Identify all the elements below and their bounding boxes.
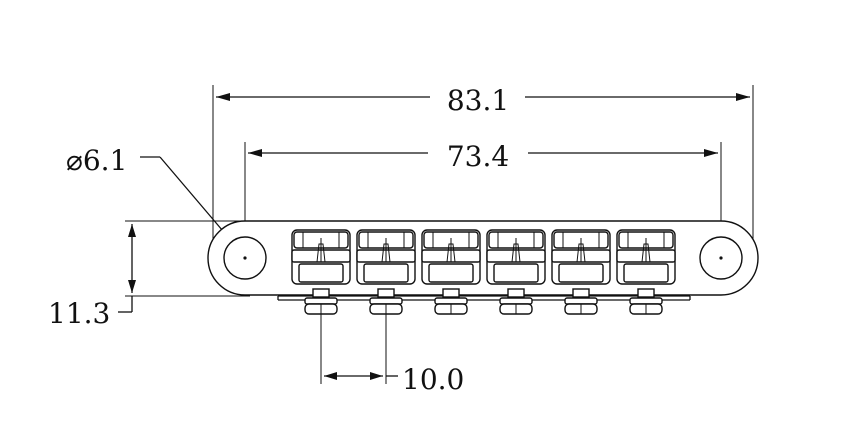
hole-diameter-label: ⌀6.1 (66, 144, 127, 177)
saddle (356, 229, 416, 285)
hole-spacing-label: 73.4 (447, 140, 509, 173)
saddle-screw (434, 288, 468, 315)
mounting-hole-left (223, 236, 267, 280)
saddle-screw (369, 288, 403, 315)
saddle-screw (304, 288, 338, 315)
saddle-screw (629, 288, 663, 315)
saddle-screw (564, 288, 598, 315)
hole-spacing-dimension: 73.4 (244, 140, 722, 238)
screw-group (304, 288, 663, 315)
overall-length-label: 83.1 (447, 84, 509, 117)
saddle-spacing-label: 10.0 (402, 363, 464, 396)
saddle (421, 229, 481, 285)
overall-length-dimension: 83.1 (212, 84, 754, 258)
hole-diameter-dimension: ⌀6.1 (66, 144, 236, 245)
saddle (551, 229, 611, 285)
saddle-spacing-dimension: 10.0 (320, 312, 464, 396)
saddle (291, 229, 351, 285)
height-label: 11.3 (48, 297, 110, 330)
saddle (616, 229, 676, 285)
mounting-hole-right (699, 236, 743, 280)
height-dimension: 11.3 (48, 220, 250, 330)
saddle (486, 229, 546, 285)
saddle-group (291, 229, 676, 285)
saddle-screw (499, 288, 533, 315)
